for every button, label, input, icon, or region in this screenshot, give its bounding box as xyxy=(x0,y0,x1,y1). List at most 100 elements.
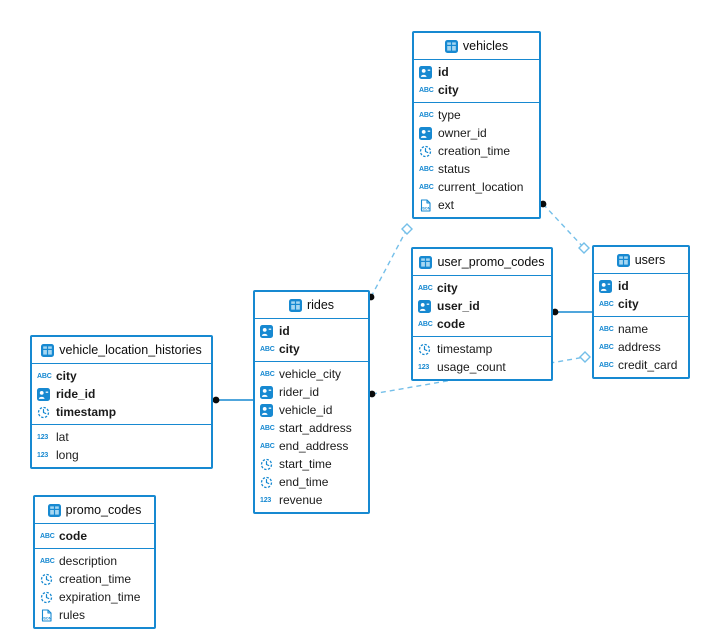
table-header-user_promo_codes[interactable]: user_promo_codes xyxy=(413,249,551,276)
field-lat[interactable]: 123 lat xyxy=(32,428,211,446)
table-header-promo_codes[interactable]: promo_codes xyxy=(35,497,154,524)
field-creation_time[interactable]: creation_time xyxy=(35,570,154,588)
field-timestamp[interactable]: timestamp xyxy=(32,403,211,421)
field-ride_id[interactable]: ride_id xyxy=(32,385,211,403)
field-rider_id[interactable]: rider_id xyxy=(255,383,368,401)
text-icon: ABC xyxy=(599,343,614,351)
text-icon: ABC xyxy=(260,345,275,353)
field-id[interactable]: id xyxy=(414,63,539,81)
field-start_time[interactable]: start_time xyxy=(255,455,368,473)
field-ext[interactable]: JSON ext xyxy=(414,196,539,214)
field-timestamp[interactable]: timestamp xyxy=(413,340,551,358)
uuid-icon xyxy=(419,126,438,140)
field-id[interactable]: id xyxy=(594,277,688,295)
timestamp-icon xyxy=(260,458,279,471)
table-header-users[interactable]: users xyxy=(594,247,688,274)
uuid-icon xyxy=(599,279,618,293)
field-creation_time[interactable]: creation_time xyxy=(414,142,539,160)
table-header-vehicle_location_histories[interactable]: vehicle_location_histories xyxy=(32,337,211,364)
timestamp-icon xyxy=(40,573,59,586)
field-name[interactable]: ABC name xyxy=(594,320,688,338)
relationship-line-vehicles-rides[interactable] xyxy=(370,228,408,298)
field-owner_id[interactable]: owner_id xyxy=(414,124,539,142)
text-icon: ABC xyxy=(260,424,275,432)
field-name-label: id xyxy=(279,324,290,338)
relationship-line-vehicles-users[interactable] xyxy=(542,203,585,249)
svg-text:JSON: JSON xyxy=(421,206,431,210)
timestamp-icon xyxy=(419,145,438,158)
field-user_id[interactable]: user_id xyxy=(413,297,551,315)
table-header-rides[interactable]: rides xyxy=(255,292,368,319)
field-name-label: city xyxy=(437,281,458,295)
text-icon: ABC xyxy=(599,300,614,308)
table-header-vehicles[interactable]: vehicles xyxy=(414,33,539,60)
field-vehicle_id[interactable]: vehicle_id xyxy=(255,401,368,419)
text-icon: ABC xyxy=(599,361,614,369)
table-title: promo_codes xyxy=(65,503,142,517)
field-name-label: city xyxy=(438,83,459,97)
text-icon: ABC xyxy=(419,165,434,173)
field-name-label: description xyxy=(59,554,118,568)
field-name-label: id xyxy=(618,279,629,293)
json-icon: JSON xyxy=(419,198,438,212)
field-name-label: owner_id xyxy=(438,126,487,140)
table-title: user_promo_codes xyxy=(437,255,545,269)
field-name-label: user_id xyxy=(437,299,480,313)
field-city[interactable]: ABC city xyxy=(413,279,551,297)
field-id[interactable]: id xyxy=(255,322,368,340)
relationship-dot-marker xyxy=(539,200,547,208)
field-name-label: name xyxy=(618,322,649,336)
text-icon: ABC xyxy=(418,284,433,292)
field-name-label: expiration_time xyxy=(59,590,141,604)
uuid-icon xyxy=(260,324,279,338)
uuid-icon xyxy=(419,65,438,79)
field-name-label: rider_id xyxy=(279,385,320,399)
field-name-label: end_time xyxy=(279,475,329,489)
table-icon xyxy=(41,343,55,357)
field-name-label: lat xyxy=(56,430,69,444)
field-expiration_time[interactable]: expiration_time xyxy=(35,588,154,606)
text-icon: ABC xyxy=(599,325,614,333)
field-name-label: city xyxy=(56,369,77,383)
table-icon xyxy=(288,298,302,312)
number-icon: 123 xyxy=(37,433,49,441)
field-name-label: ext xyxy=(438,198,455,212)
field-name-label: vehicle_id xyxy=(279,403,333,417)
timestamp-icon xyxy=(418,343,437,356)
field-name-label: id xyxy=(438,65,449,79)
field-name-label: start_time xyxy=(279,457,332,471)
field-end_time[interactable]: end_time xyxy=(255,473,368,491)
number-icon: 123 xyxy=(260,496,272,504)
table-icon xyxy=(47,503,61,517)
field-name-label: end_address xyxy=(279,439,349,453)
